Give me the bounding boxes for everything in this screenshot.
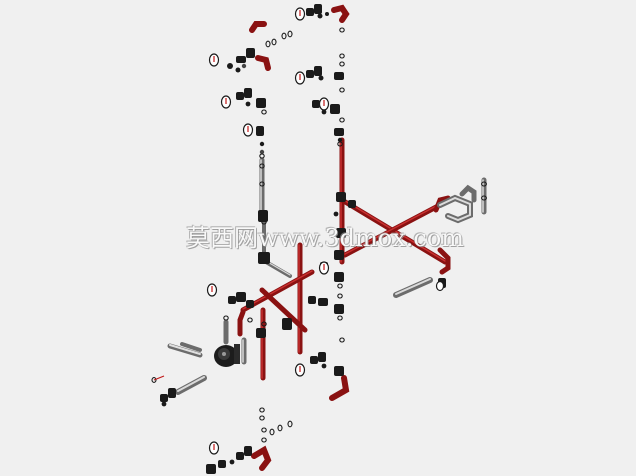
valve-cluster-left-1 <box>236 88 266 108</box>
gauge-1 <box>208 53 220 67</box>
valve-cluster-top-center <box>306 4 329 19</box>
red-branch-cross <box>342 202 443 258</box>
red-tag-lower-left <box>153 375 165 381</box>
red-elbow-top-3 <box>255 55 271 71</box>
red-elbow-upper-right <box>433 195 451 213</box>
red-diagonal-lower-1 <box>240 269 315 313</box>
gauge-7 <box>318 261 330 275</box>
fittings-black <box>160 4 446 474</box>
red-elbow-bottom-1 <box>329 375 350 401</box>
red-diagonal-lower-2 <box>259 287 308 333</box>
gauge-5 <box>318 97 330 111</box>
valve-cluster-center-2 <box>312 100 340 115</box>
gauge-11 <box>435 280 445 292</box>
pump-unit <box>214 344 240 367</box>
red-elbow-top-1 <box>249 21 267 33</box>
valve-cluster-top-left <box>227 48 255 73</box>
valve-cluster-bottom <box>206 446 252 474</box>
pressure-gauges <box>206 7 445 455</box>
gray-pipe-lower-horizontal <box>264 260 292 278</box>
valve-cluster-center-1 <box>306 66 344 81</box>
gray-pipe-parts <box>167 157 487 395</box>
valve-cluster-lower-left <box>160 388 176 407</box>
gray-elbow-right-top <box>459 184 477 203</box>
red-elbow-right-down <box>437 247 451 275</box>
valve-cluster-lower-center <box>310 352 344 376</box>
o-rings <box>151 27 487 443</box>
gauge-6 <box>242 123 254 137</box>
red-elbow-left <box>237 309 246 337</box>
red-elbow-top-2 <box>331 4 350 23</box>
red-pipe-network <box>237 4 451 471</box>
gauge-10 <box>208 441 220 455</box>
valve-cluster-left-2 <box>256 126 265 155</box>
valve-cluster-center-3 <box>334 128 344 143</box>
gauge-3 <box>294 71 306 85</box>
fittings-mid <box>228 192 446 338</box>
gauge-4 <box>220 95 232 109</box>
gauge-8 <box>206 283 218 297</box>
gauge-9 <box>294 363 306 377</box>
red-elbow-bottom-2 <box>251 445 272 471</box>
gray-pipe-left-2 <box>180 342 202 352</box>
gauge-2 <box>294 7 306 21</box>
